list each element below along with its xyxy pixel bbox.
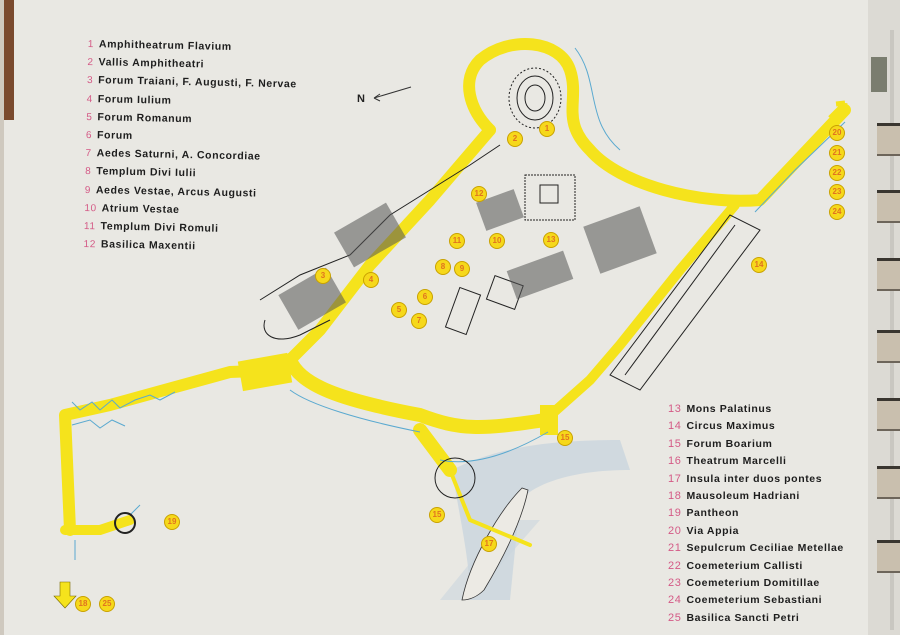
site-marker: 8 — [435, 259, 451, 275]
arrow-down-icon — [53, 581, 77, 609]
north-arrow-icon — [373, 86, 412, 102]
binding-ring — [877, 258, 900, 291]
binding-ring — [877, 398, 900, 431]
site-marker: 25 — [99, 596, 115, 612]
site-marker: 22 — [829, 165, 845, 181]
north-label: N — [357, 93, 365, 105]
site-marker: 23 — [829, 184, 845, 200]
site-marker: 17 — [481, 536, 497, 552]
site-marker: 24 — [829, 204, 845, 220]
site-marker: 4 — [363, 272, 379, 288]
map-page — [4, 0, 872, 635]
binding-ring — [877, 466, 900, 499]
binding-ring — [877, 190, 900, 223]
page-thumbnail-edge — [871, 57, 887, 92]
binding-ring — [877, 540, 900, 573]
site-marker: 15 — [557, 430, 573, 446]
site-marker: 18 — [75, 596, 91, 612]
site-marker: 9 — [454, 261, 470, 277]
arrow-up-right-icon — [828, 100, 848, 120]
site-marker: 15 — [429, 507, 445, 523]
site-marker: 13 — [543, 232, 559, 248]
site-marker: 1 — [539, 121, 555, 137]
site-marker: 3 — [315, 268, 331, 284]
site-marker: 5 — [391, 302, 407, 318]
site-marker: 11 — [449, 233, 465, 249]
site-marker: 6 — [417, 289, 433, 305]
site-marker: 2 — [507, 131, 523, 147]
site-marker: 19 — [164, 514, 180, 530]
site-marker: 10 — [489, 233, 505, 249]
site-marker: 14 — [751, 257, 767, 273]
site-marker: 20 — [829, 125, 845, 141]
street-outlines — [71, 47, 846, 560]
binding-ring — [877, 330, 900, 363]
page-edge-shadow — [4, 0, 14, 120]
site-marker: 7 — [411, 313, 427, 329]
binding-ring — [877, 123, 900, 156]
site-marker: 12 — [471, 186, 487, 202]
site-marker: 21 — [829, 145, 845, 161]
